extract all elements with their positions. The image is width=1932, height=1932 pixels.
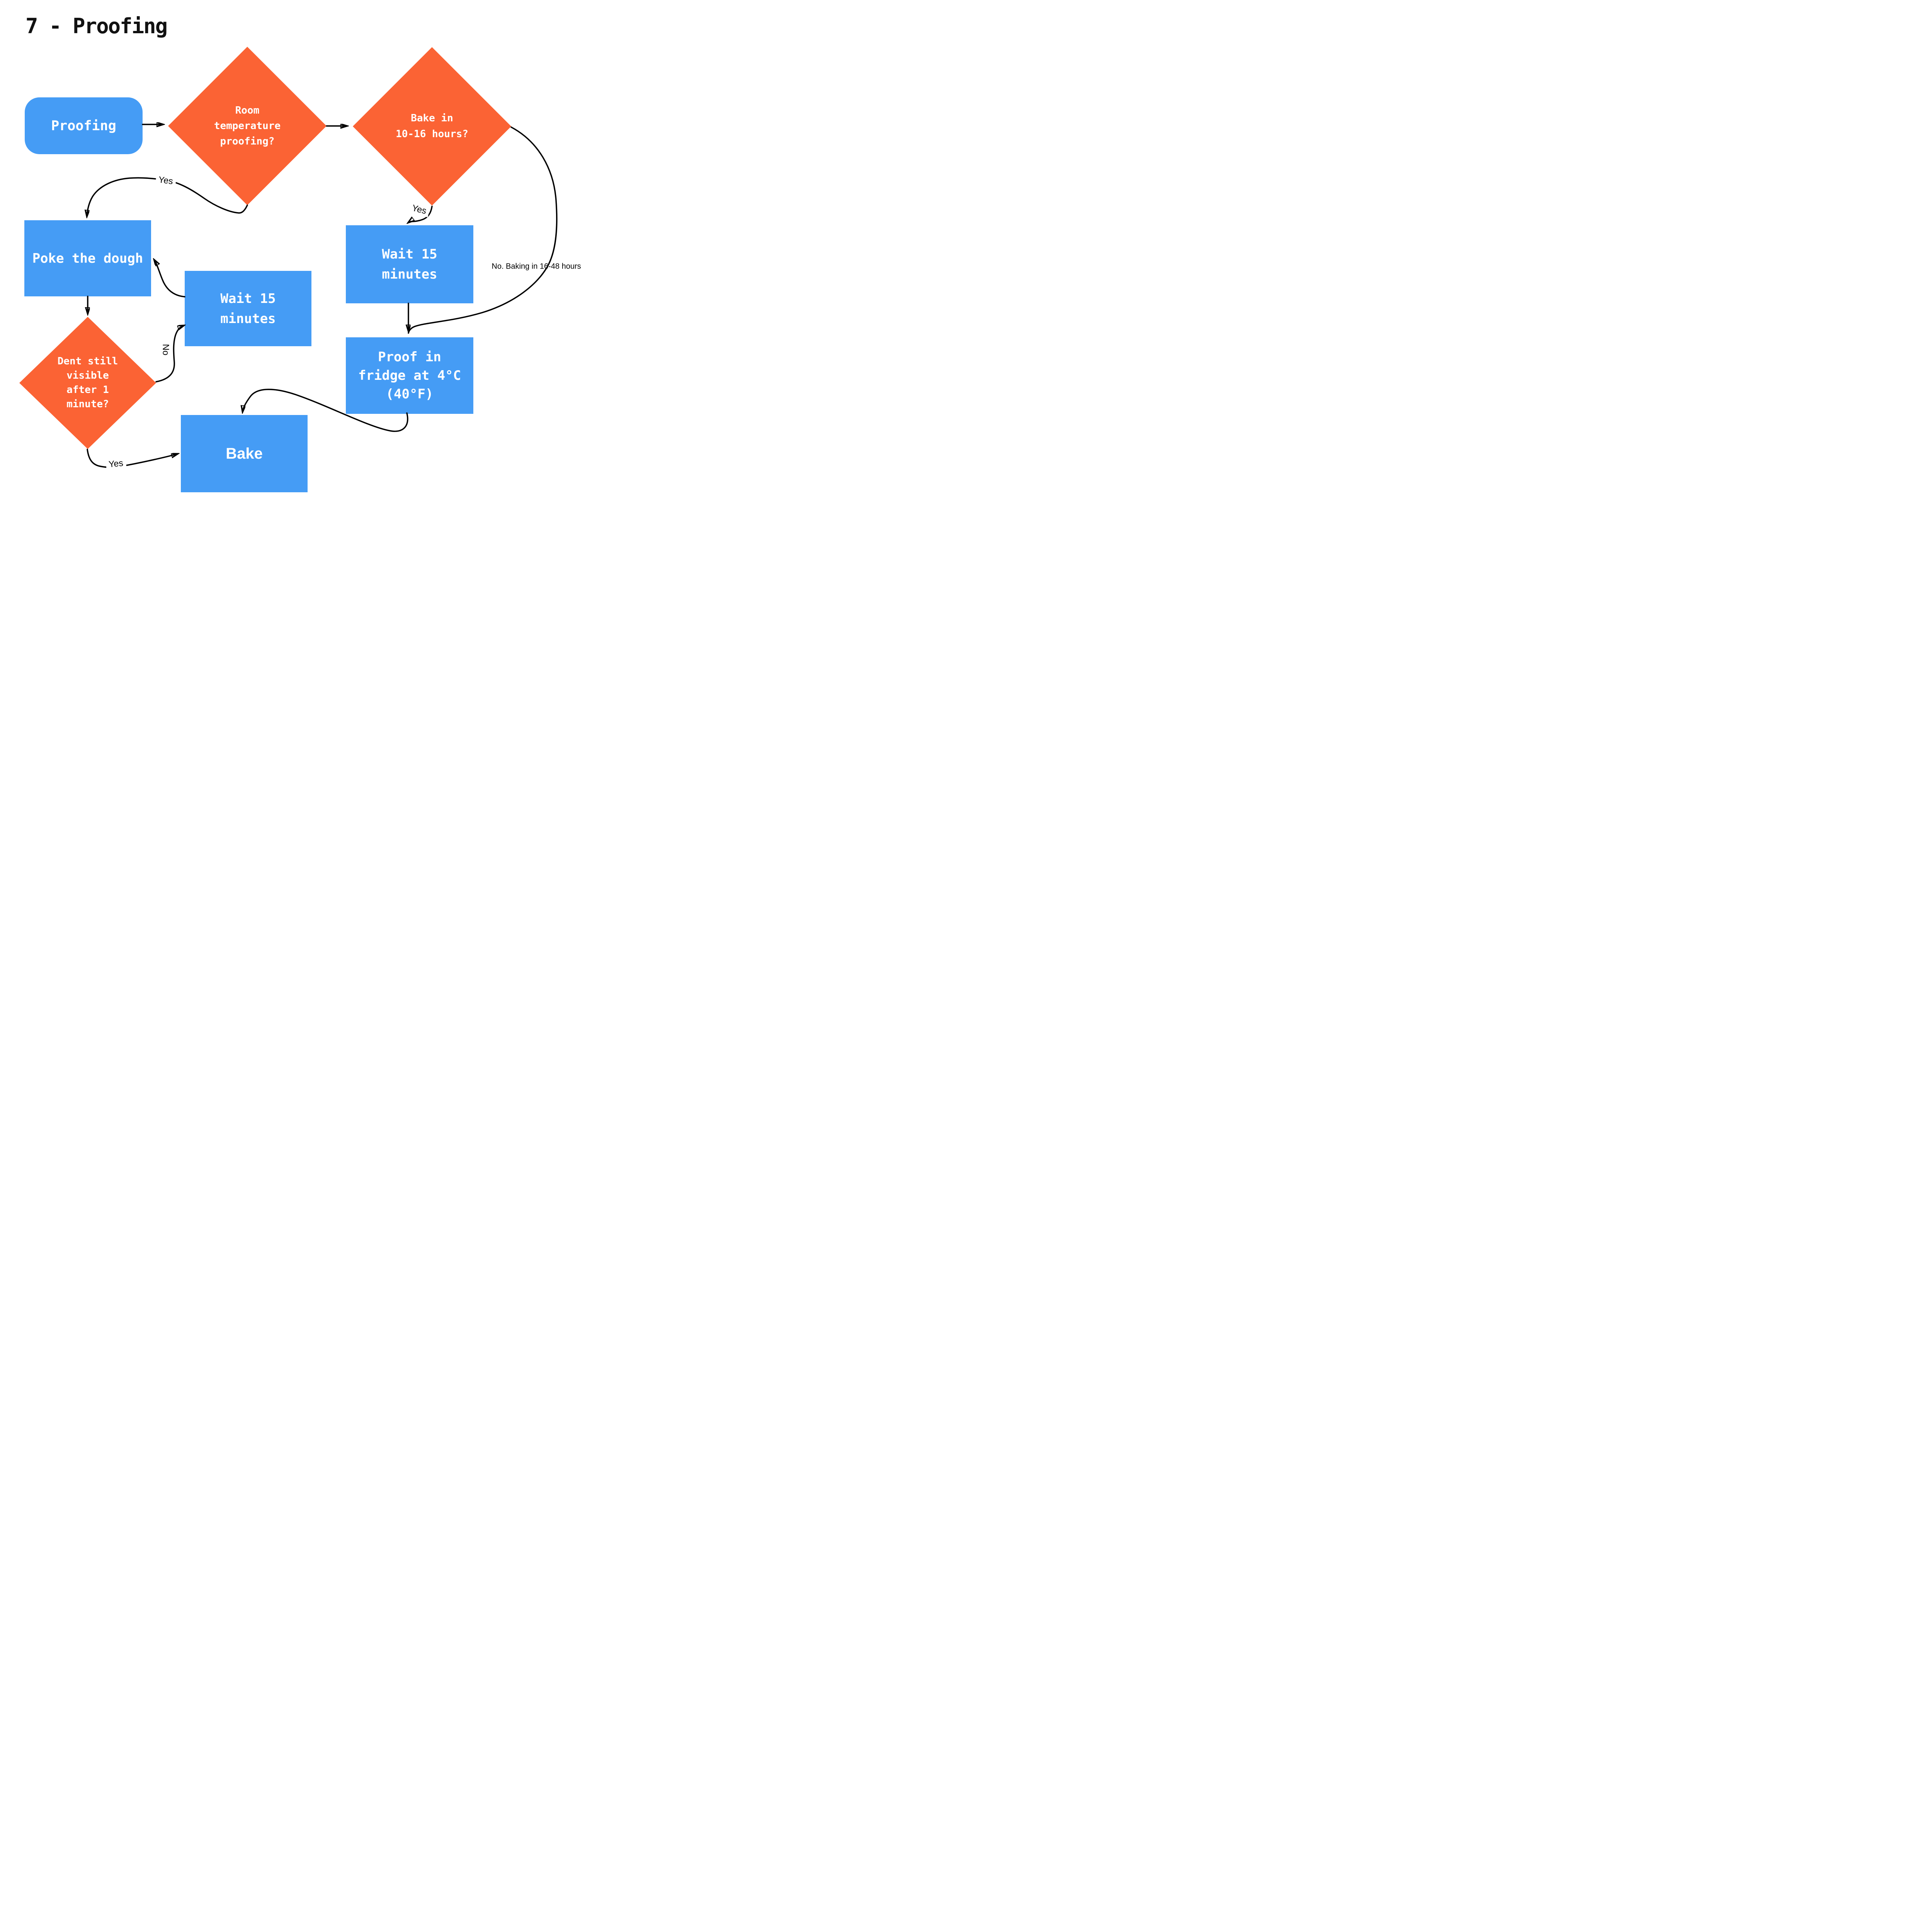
node-label: Proof in fridge at 4°C (40°F): [358, 349, 461, 402]
node-label: Bake in 10-16 hours?: [396, 112, 468, 140]
node-label: Dent still visible after 1 minute?: [57, 355, 118, 410]
node-label: Proofing: [51, 118, 116, 134]
edge-label-no-dent: No: [160, 341, 172, 358]
node-label: Poke the dough: [32, 250, 143, 266]
flowchart-canvas: 7 - Proofing Proofing Room temperature p…: [0, 0, 594, 493]
decision-dent-still-visible: Dent still visible after 1 minute?: [19, 317, 156, 449]
decision-room-temperature: Room temperature proofing?: [168, 47, 327, 205]
edge-label-yes-dent: Yes: [105, 457, 127, 471]
edge-label-no-baking-16-48-hours: No. Baking in 16-48 hours: [492, 262, 581, 271]
node-proof-in-fridge: Proof in fridge at 4°C (40°F): [346, 337, 473, 414]
node-bake: Bake: [181, 415, 308, 492]
node-label: Bake: [226, 445, 263, 462]
node-proofing-start: Proofing: [25, 97, 143, 154]
edge-dent-yes-to-bake: [87, 449, 177, 468]
page-title: 7 - Proofing: [26, 14, 168, 38]
node-poke-the-dough: Poke the dough: [24, 220, 151, 296]
edge-label-yes-room-temp: Yes: [155, 173, 177, 187]
edge-waitmid-to-poke: [155, 260, 185, 298]
node-label: Wait 15 minutes: [220, 291, 276, 327]
node-wait-15-minutes: Wait 15 minutes: [346, 225, 473, 303]
decision-bake-in-10-16-hours: Bake in 10-16 hours?: [353, 47, 511, 206]
edge-label-yes-bake-time: Yes: [408, 201, 430, 218]
node-label: Wait 15 minutes: [382, 247, 437, 282]
node-wait-15-minutes-loop: Wait 15 minutes: [185, 271, 311, 346]
node-label: Room temperature proofing?: [214, 105, 281, 147]
